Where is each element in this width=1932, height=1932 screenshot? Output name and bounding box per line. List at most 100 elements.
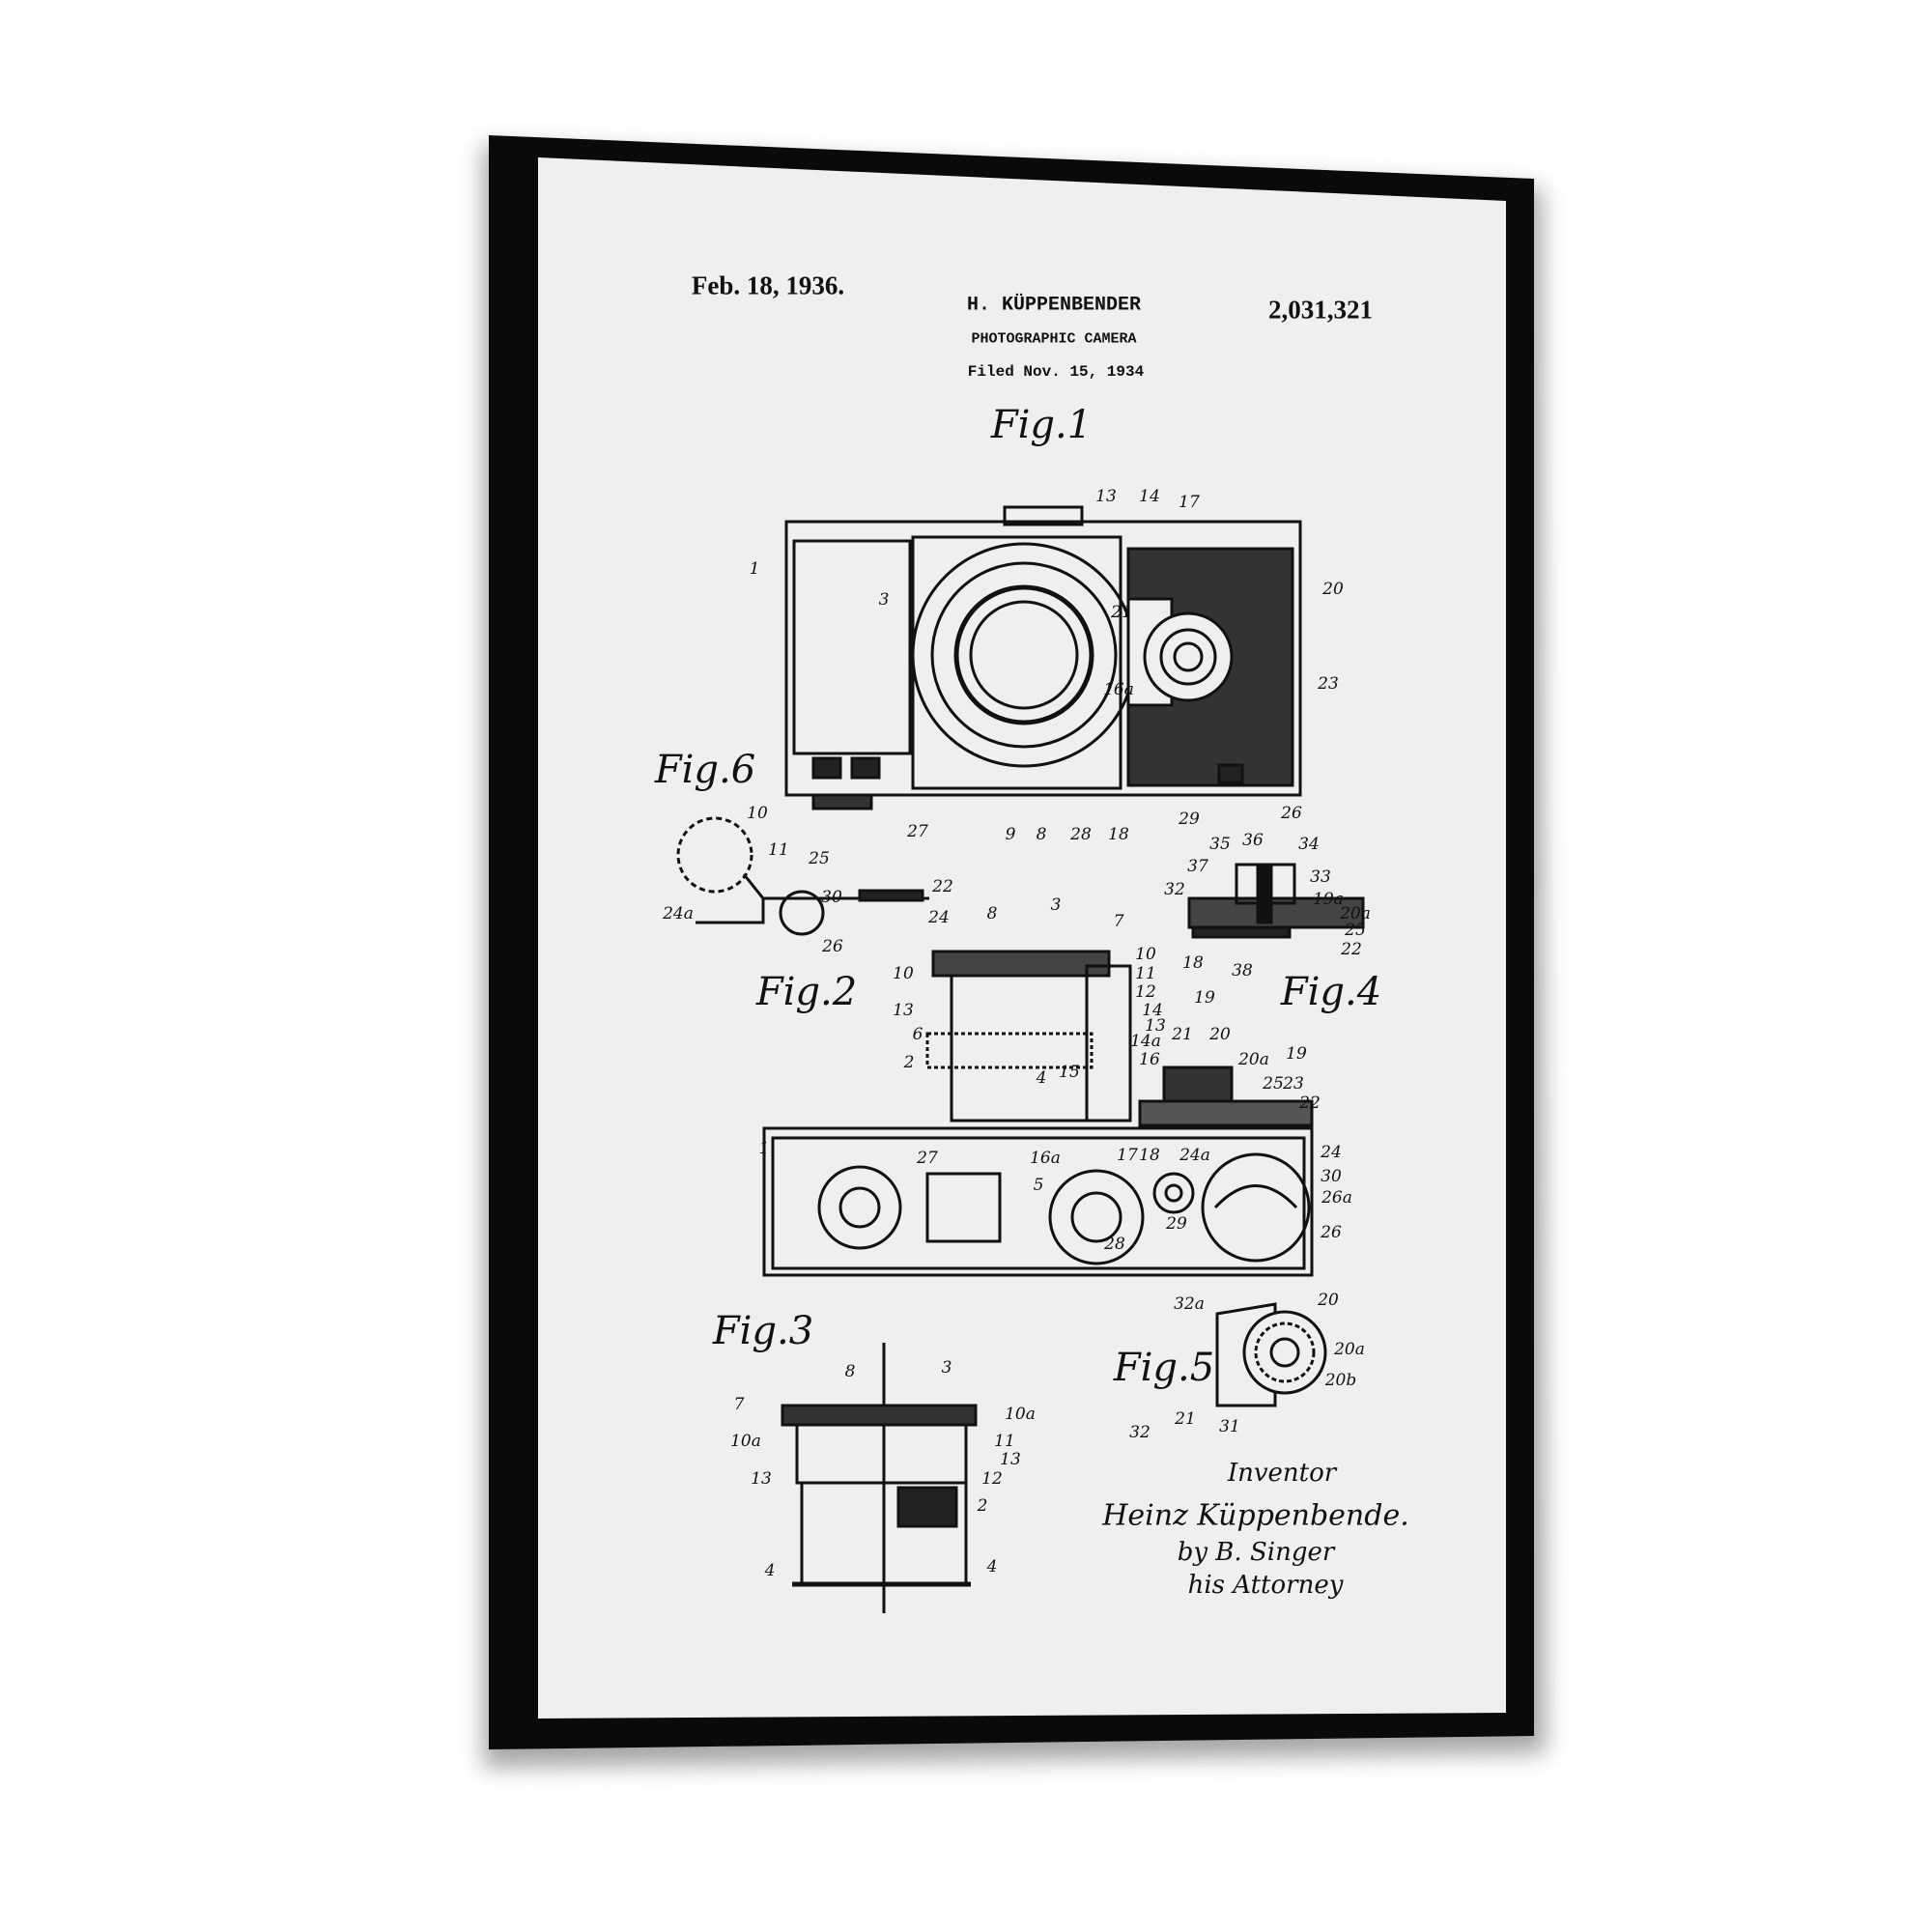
fig1-reference-numeral: 27 xyxy=(907,822,928,841)
fig1-reference-numeral: 18 xyxy=(1108,825,1129,844)
signature-inventor-name: Heinz Küppenbende. xyxy=(1102,1498,1409,1533)
fig1-reference-numeral: 28 xyxy=(1070,825,1092,844)
fig6-reference-numeral: 10 xyxy=(747,804,768,823)
fig4-reference-numeral: 20a xyxy=(1340,904,1371,923)
fig2-reference-numeral: 2 xyxy=(903,1053,915,1072)
fig2-reference-numeral: 5 xyxy=(1033,1176,1044,1195)
fig2-reference-numeral: 17 xyxy=(1117,1146,1138,1165)
patent-number: 2,031,321 xyxy=(1268,295,1373,325)
fig5-reference-numeral: 31 xyxy=(1219,1417,1240,1436)
fig1-camera-front xyxy=(784,505,1302,810)
fig4-reference-numeral: 19a xyxy=(1313,890,1344,909)
fig2-reference-numeral: 21 xyxy=(1172,1025,1193,1044)
fig1-reference-numeral: 26 xyxy=(1281,804,1302,823)
inventor-header: H. KÜPPENBENDER xyxy=(966,294,1142,317)
fig4-section xyxy=(1187,863,1365,939)
fig4-reference-numeral: 38 xyxy=(1232,961,1253,980)
fig1-label: Fig.1 xyxy=(990,403,1093,447)
fig2-reference-numeral: 24a xyxy=(1179,1146,1210,1165)
fig5-reference-numeral: 21 xyxy=(1175,1409,1196,1429)
fig3-reference-numeral: 10a xyxy=(730,1432,761,1451)
fig4-reference-numeral: 36 xyxy=(1242,831,1264,850)
fig1-reference-numeral: 16a xyxy=(1103,680,1134,699)
fig2-reference-numeral: 18 xyxy=(1139,1146,1160,1165)
fig1-reference-numeral: 23 xyxy=(1318,674,1339,694)
fig3-reference-numeral: 13 xyxy=(751,1469,772,1489)
fig1-reference-numeral: 29 xyxy=(1179,810,1200,829)
fig3-reference-numeral: 13 xyxy=(1000,1450,1021,1469)
fig4-reference-numeral: 37 xyxy=(1187,857,1208,876)
fig1-reference-numeral: 9 xyxy=(1005,825,1016,844)
fig1-reference-numeral: 8 xyxy=(1036,825,1047,844)
fig2-reference-numeral: 10 xyxy=(1135,945,1156,964)
fig6-schematic xyxy=(676,816,929,936)
fig4-reference-numeral: 32 xyxy=(1164,880,1185,899)
fig2-reference-numeral: 26 xyxy=(1321,1223,1342,1242)
fig3-reference-numeral: 7 xyxy=(733,1395,745,1414)
fig2-reference-numeral: 20a xyxy=(1238,1050,1269,1069)
fig1-reference-numeral: 17 xyxy=(1179,493,1200,512)
signature-role: his Attorney xyxy=(1187,1571,1344,1600)
fig6-reference-numeral: 22 xyxy=(932,877,953,896)
fig2-reference-numeral: 16a xyxy=(1030,1149,1061,1168)
fig4-reference-numeral: 19 xyxy=(1194,988,1215,1008)
patent-title: PHOTOGRAPHIC CAMERA xyxy=(971,330,1137,348)
fig1-reference-numeral: 21 xyxy=(1111,603,1132,622)
fig3-reference-numeral: 3 xyxy=(941,1358,952,1378)
fig2-reference-numeral: 8 xyxy=(986,904,998,923)
fig2-reference-numeral: 12 xyxy=(1135,982,1156,1002)
fig1-reference-numeral: 20 xyxy=(1322,580,1344,599)
fig2-reference-numeral: 26a xyxy=(1321,1188,1352,1208)
fig4-reference-numeral: 33 xyxy=(1310,867,1331,887)
fig2-reference-numeral: 22 xyxy=(1299,1094,1321,1113)
fig3-reference-numeral: 11 xyxy=(994,1432,1015,1451)
fig1-reference-numeral: 14 xyxy=(1139,487,1160,506)
fig2-reference-numeral: 24 xyxy=(1321,1143,1342,1162)
fig1-reference-numeral: 1 xyxy=(749,559,760,579)
fig6-reference-numeral: 11 xyxy=(768,840,789,860)
fig4-reference-numeral: 34 xyxy=(1298,835,1320,854)
fig2-reference-numeral: 29 xyxy=(1166,1214,1187,1234)
fig2-label: Fig.2 xyxy=(755,970,858,1014)
fig4-reference-numeral: 18 xyxy=(1182,953,1204,973)
fig3-reference-numeral: 2 xyxy=(977,1496,988,1516)
fig5-reference-numeral: 32 xyxy=(1129,1423,1151,1442)
fig4-reference-numeral: 35 xyxy=(1209,835,1231,854)
fig2-reference-numeral: 28 xyxy=(1104,1235,1125,1254)
fig4-reference-numeral: 22 xyxy=(1341,940,1362,959)
fig2-reference-numeral: 20 xyxy=(1209,1025,1231,1044)
fig2-reference-numeral: 14a xyxy=(1130,1032,1161,1051)
patent-drawings xyxy=(676,505,1365,1613)
fig3-reference-numeral: 4 xyxy=(764,1561,776,1580)
fig6-reference-numeral: 26 xyxy=(822,937,843,956)
fig2-reference-numeral: 25 xyxy=(1263,1074,1284,1094)
fig2-reference-numeral: 11 xyxy=(1135,964,1156,983)
fig6-reference-numeral: 30 xyxy=(821,888,842,907)
fig1-reference-numeral: 13 xyxy=(1095,487,1117,506)
fig2-reference-numeral: 13 xyxy=(893,1001,914,1020)
fig6-reference-numeral: 24a xyxy=(663,904,694,923)
fig6-reference-numeral: 25 xyxy=(809,849,830,868)
fig3-reference-numeral: 4 xyxy=(986,1557,998,1577)
fig5-reference-numeral: 20 xyxy=(1318,1291,1339,1310)
fig2-top-view xyxy=(762,950,1314,1277)
fig2-reference-numeral: 3 xyxy=(1050,895,1062,915)
fig2-reference-numeral: 30 xyxy=(1321,1167,1342,1186)
patent-date: Feb. 18, 1936. xyxy=(691,270,845,300)
fig3-reference-numeral: 8 xyxy=(844,1362,856,1381)
fig5-dial xyxy=(1215,1302,1327,1407)
fig6-label: Fig.6 xyxy=(654,748,756,792)
fig2-reference-numeral: 4 xyxy=(1036,1068,1047,1088)
fig2-reference-numeral: 23 xyxy=(1283,1074,1304,1094)
fig5-label: Fig.5 xyxy=(1113,1346,1215,1390)
fig4-label: Fig.4 xyxy=(1280,970,1382,1014)
fig2-reference-numeral: 27 xyxy=(917,1149,938,1168)
fig2-reference-numeral: 13 xyxy=(1145,1016,1166,1036)
fig4-reference-numeral: 25 xyxy=(1345,921,1366,940)
signature-attorney: by B. Singer xyxy=(1177,1538,1335,1567)
fig3-section xyxy=(781,1343,978,1613)
fig2-reference-numeral: 10 xyxy=(893,964,914,983)
filed-date: Filed Nov. 15, 1934 xyxy=(967,363,1145,381)
fig2-reference-numeral: 19 xyxy=(1286,1044,1307,1064)
